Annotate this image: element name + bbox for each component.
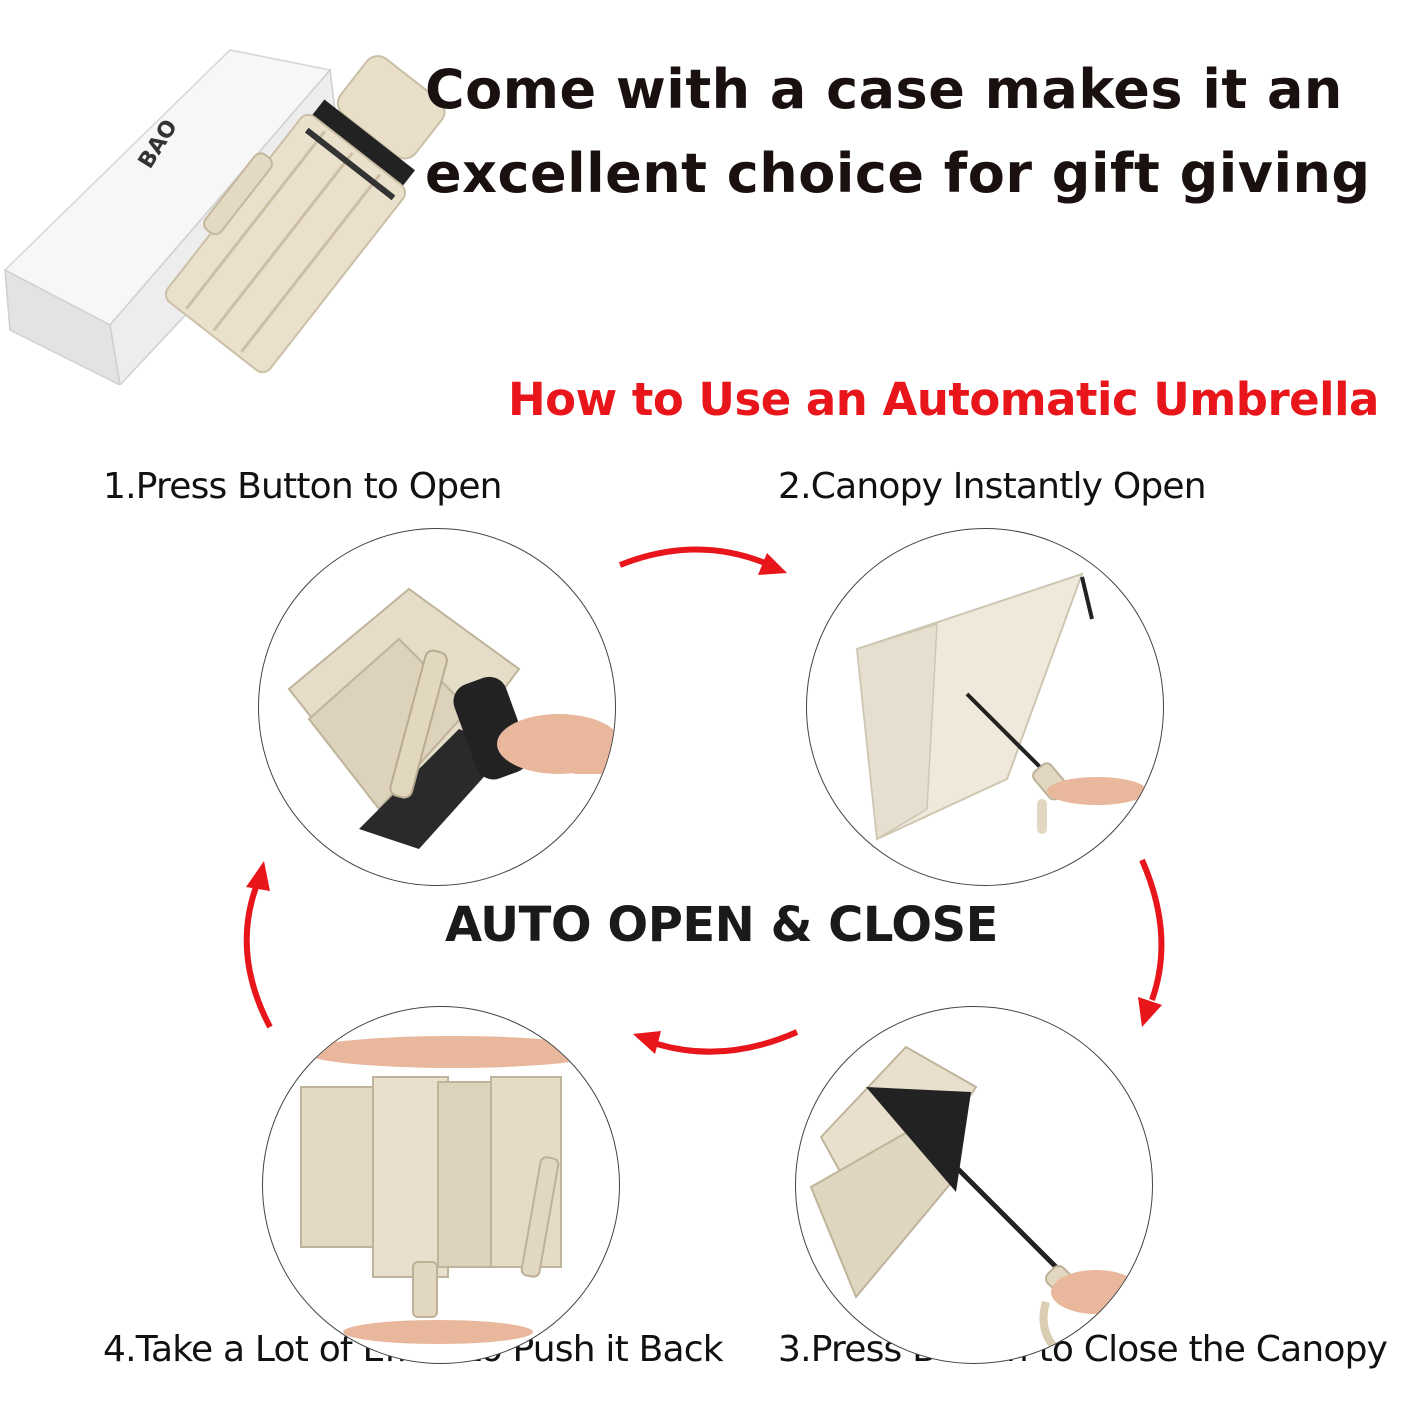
product-image-umbrella-with-case: BAO — [0, 30, 500, 387]
hands-pushing-umbrella-icon — [300, 1036, 603, 1344]
auto-open-close-label: AUTO OPEN & CLOSE — [445, 897, 998, 953]
closing-umbrella-icon — [809, 1045, 1141, 1361]
step-3-label: 3.Press Button to Close the Canopy — [778, 1329, 1388, 1370]
headline: Come with a case makes it an excellent c… — [425, 58, 1371, 205]
arrow-step3-to-step4-icon — [625, 1018, 805, 1068]
arrow-step4-to-step1-icon — [232, 855, 282, 1035]
subtitle: How to Use an Automatic Umbrella — [508, 373, 1379, 426]
step-2-image — [806, 528, 1164, 886]
step-3-image — [795, 1006, 1153, 1364]
step-2-label: 2.Canopy Instantly Open — [778, 466, 1207, 507]
arrow-step2-to-step3-icon — [1130, 855, 1180, 1035]
step-4-image — [262, 1006, 620, 1364]
step-1-label: 1.Press Button to Open — [103, 466, 503, 507]
open-umbrella-icon — [855, 572, 1147, 841]
step-1-image — [258, 528, 616, 886]
arrow-step1-to-step2-icon — [615, 535, 795, 585]
hand-pressing-button-folded-umbrella-icon — [287, 587, 615, 849]
